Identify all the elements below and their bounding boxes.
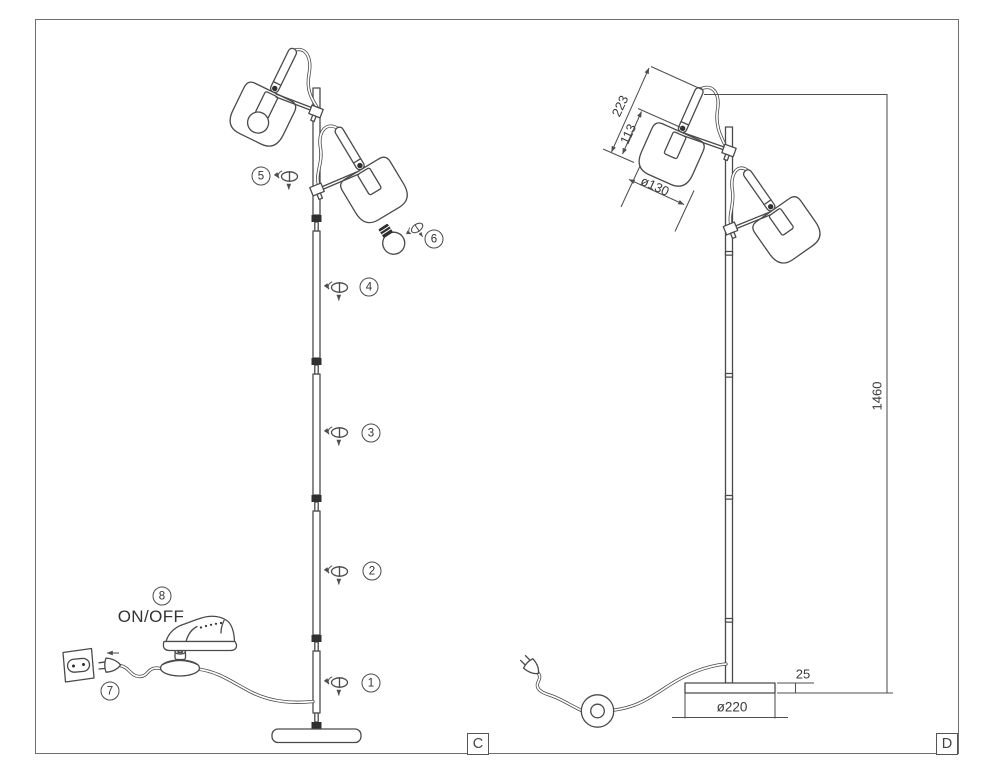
step-badge-7: 7: [100, 681, 120, 701]
step-number: 3: [367, 427, 375, 439]
panel-letter: D: [941, 736, 953, 752]
floor-lamp-exploded: [62, 35, 428, 744]
dimension-base-height: [777, 682, 814, 693]
step-number: 7: [106, 685, 114, 697]
on-off-label: ON/OFF: [117, 607, 185, 626]
lamp-base-side: [684, 682, 776, 694]
pole-segments: [311, 87, 322, 729]
step-badge-4: 4: [359, 277, 379, 297]
power-plug-icon: [519, 654, 540, 675]
bulb-icon: [378, 223, 406, 255]
screw-icon: [328, 282, 347, 301]
lamp-head-icon: [224, 35, 324, 152]
panel-c-corner-label: C: [467, 733, 489, 755]
step-badge-3: 3: [361, 423, 381, 443]
dim-label-base-diameter: ø220: [716, 699, 748, 715]
step-badge-6: 6: [424, 229, 444, 249]
step-number: 6: [430, 233, 438, 245]
step-badge-5: 5: [251, 166, 271, 186]
step-number: 4: [365, 281, 373, 293]
step-number: 5: [257, 170, 265, 182]
dim-label-total-height: 1460: [869, 381, 885, 411]
screw-icon: [328, 677, 347, 696]
lamp-base-side: [271, 728, 362, 744]
step-number: 1: [367, 677, 375, 689]
foot-switch-icon: [159, 648, 201, 677]
screw-icon: [278, 171, 297, 190]
wall-outlet-icon: [62, 647, 95, 683]
screw-icon: [328, 427, 347, 446]
dim-label-base-height: 25: [795, 666, 811, 681]
power-plug-icon: [98, 657, 122, 673]
floor-lamp-assembled: [519, 66, 893, 728]
lamp-head-icon: [309, 112, 414, 229]
power-cord: [118, 663, 315, 704]
shoe-icon: [162, 615, 238, 652]
step-number: 2: [368, 565, 376, 577]
step-badge-2: 2: [362, 561, 382, 581]
lamp-head-icon: [721, 153, 827, 270]
lamp-head-icon: [633, 76, 737, 192]
panel-d-corner-label: D: [936, 733, 958, 755]
foot-switch-icon: [580, 694, 615, 728]
dimension-base-diameter: [672, 693, 788, 719]
panel-letter: C: [472, 736, 484, 752]
screw-icon: [328, 566, 347, 585]
step-badge-1: 1: [361, 673, 381, 693]
dimension-head: [602, 66, 704, 232]
dimension-total-height: [704, 93, 893, 694]
step-number: 8: [158, 590, 166, 602]
power-cord: [535, 662, 728, 713]
step-badge-8: 8: [152, 586, 172, 606]
